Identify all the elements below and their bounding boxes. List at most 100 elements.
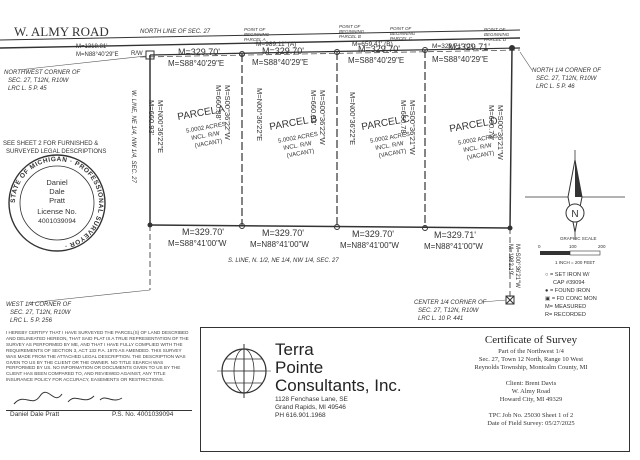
svg-text:0: 0 [538,244,541,249]
svg-text:Pratt: Pratt [49,196,66,205]
svg-text:W. LINE, NE 1/4, NW 1/4, SEC.: W. LINE, NE 1/4, NW 1/4, SEC. 27 [130,90,136,183]
svg-text:(VACANT): (VACANT) [378,149,407,160]
svg-text:4001039094: 4001039094 [38,218,76,225]
north-line-sec-27 [0,37,521,49]
parcel-a-bottom-bearing: M=S88°41'00"W [168,239,227,248]
parcel-d-top-bearing: M=S88°40'29"E [432,55,488,64]
svg-text:M=S00°36'21"W: M=S00°36'21"W [496,105,505,161]
pob-c-label: POINT OF BEGINNING PARCEL C [390,26,416,41]
svg-text:M=660.78': M=660.78' [399,100,408,136]
c14-corner-ref: CENTER 1/4 CORNER OF SEC. 27, T12N, R10W… [414,299,507,322]
globe-logo-icon [217,344,271,398]
corner-se-marker [507,225,513,231]
svg-text:Dale: Dale [49,187,64,196]
surveyor-seal: STATE OF MICHIGAN · PROFESSIONAL SURVEYO… [8,154,106,252]
legend-conc-mon: ▣ = FD CONC MON [545,296,597,302]
company-address-2: Grand Rapids, MI 49546 [275,404,346,411]
company-name-line3: Consultants, Inc. [275,376,402,395]
svg-text:PARCEL B: PARCEL B [269,114,319,133]
svg-text:License No.: License No. [37,207,77,216]
parcel-a-top-length: M=329.70' [178,47,220,57]
svg-text:M=S00°36'22"W: M=S00°36'22"W [318,90,327,146]
certificate-line3: Reynolds Township, Montcalm County, MI [474,364,588,371]
svg-text:M=660.83': M=660.83' [309,90,318,126]
road-name: W. ALMY ROAD [14,24,109,39]
svg-text:SEC. 27, T12N, R10W: SEC. 27, T12N, R10W [8,78,70,84]
parcel-b-bottom-length: M=329.70' [262,228,304,238]
east-boundary [509,47,513,229]
legend-found-iron: ● = FOUND IRON [545,288,591,294]
client-street: W. Almy Road [511,388,551,395]
title-block: Terra Pointe Consultants, Inc. 1128 Fenc… [200,327,630,452]
signature-line [6,410,192,411]
west-line-label: W. LINE, NE 1/4, NW 1/4, SEC. 27 [130,90,136,183]
svg-text:INCL. R/W: INCL. R/W [463,143,493,154]
svg-text:PARCEL D: PARCEL D [484,37,507,42]
svg-text:LRC L. 5 P. 45: LRC L. 5 P. 45 [8,86,47,92]
graphic-scale: GRAPHIC SCALE 0 100 200 1 INCH = 200 FEE… [538,236,606,265]
sheet-note: SEE SHEET 2 FOR FURNISHED & SURVEYED LEG… [3,141,106,155]
svg-text:PARCEL C: PARCEL C [390,36,413,41]
corner-cd-marker [422,225,428,231]
svg-text:NORTHWEST CORNER OF: NORTHWEST CORNER OF [4,70,81,76]
svg-text:WEST 1/4 CORNER OF: WEST 1/4 CORNER OF [6,302,71,308]
svg-text:M=N00°36'22"E: M=N00°36'22"E [156,100,165,153]
ps-number: P.S. No. 4001039094 [112,411,174,418]
client-city: Howard City, MI 49329 [499,396,563,403]
svg-text:LRC L. 5 P. 256: LRC L. 5 P. 256 [10,318,53,324]
road-top-edge [0,29,521,41]
svg-text:PARCEL B: PARCEL B [339,34,361,39]
svg-text:M=660.93': M=660.93' [147,100,156,136]
east-lower-dims: M=S00°36'21"W M=1982.19' [507,244,520,288]
parcel-c-top-length: M=329.70' [358,44,400,54]
certification-statement: I HEREBY CERTIFY THAT I HAVE SURVEYED TH… [6,330,189,383]
pob-b-marker [334,49,340,55]
svg-text:PARCEL A: PARCEL A [244,37,266,42]
svg-text:Daniel: Daniel [46,178,68,187]
legend-measured: M= MEASURED [545,304,587,310]
corner-bc-marker [334,224,340,230]
north-line-label: NORTH LINE OF SEC. 27 [140,29,211,35]
svg-text:BEGINNING: BEGINNING [339,29,365,34]
corner-ab-marker [239,223,245,229]
pob-d-label: POINT OF BEGINNING PARCEL D [484,27,510,42]
surveyor-signature [13,391,123,405]
parcel-d-top-length: M=329.71' [448,42,490,52]
svg-text:SURVEYED LEGAL DESCRIPTIONS: SURVEYED LEGAL DESCRIPTIONS [6,149,106,155]
client-name: Client: Brent Davis [505,380,557,387]
south-line-label: S. LINE, N. 1/2, NE 1/4, NW 1/4, SEC. 27 [228,258,339,264]
svg-text:M=660.73': M=660.73' [487,105,496,141]
top-dim-a: M=989.11' (A) [256,41,296,48]
svg-text:NORTH 1/4 CORNER OF: NORTH 1/4 CORNER OF [532,68,601,74]
svg-text:INCL. R/W: INCL. R/W [283,141,313,152]
svg-text:M=N00°36'22"E: M=N00°36'22"E [348,92,357,145]
svg-text:CENTER 1/4 CORNER OF: CENTER 1/4 CORNER OF [414,300,487,306]
field-survey-date: Date of Field Survey: 05/27/2025 [487,420,575,427]
parcel-b-west-dims: M=S00°36'22"W M=660.88' [214,85,232,141]
parcel-b-top-bearing: M=S88°40'29"E [252,58,308,67]
pob-a-marker [239,51,245,57]
pob-c-marker [422,47,428,53]
mid-line-b-dims: M=N00°36'22"E [255,88,264,141]
job-number: TPC Job No. 25030 Sheet 1 of 2 [488,412,574,419]
svg-text:INCL. R/W: INCL. R/W [191,131,221,142]
svg-text:M=N00°36'22"E: M=N00°36'22"E [255,88,264,141]
parcel-c-west-dims: M=S00°36'22"W M=660.83' [309,90,327,146]
parcel-c-bottom-length: M=329.70' [352,229,394,239]
north-arrow: N [525,150,625,240]
certificate-title: Certificate of Survey [484,334,578,346]
parcel-b-bottom-bearing: M=N88°41'00"W [250,240,309,249]
parcel-d-bottom-bearing: M=N88°41'00"W [424,242,483,251]
svg-text:LRC L. 10 P. 441: LRC L. 10 P. 441 [418,316,463,322]
parcel-d-bottom-length: M=329.71' [434,230,476,240]
pob-a-label: POINT OF BEGINNING PARCEL A [244,27,270,42]
parcel-d-label: PARCEL D 5.0002 ACRES INCL. R/W (VACANT) [449,116,499,162]
svg-text:LRC L. 5 P. 46: LRC L. 5 P. 46 [536,84,575,90]
signature-name: Daniel Dale Pratt [10,411,60,418]
nw-corner-ref: NORTHWEST CORNER OF SEC. 27, T12N, R10W … [4,55,147,92]
pob-b-label: POINT OF BEGINNING PARCEL B [339,24,365,39]
svg-text:POINT OF: POINT OF [390,26,412,31]
svg-text:BEGINNING: BEGINNING [390,31,416,36]
svg-text:BEGINNING: BEGINNING [484,32,510,37]
